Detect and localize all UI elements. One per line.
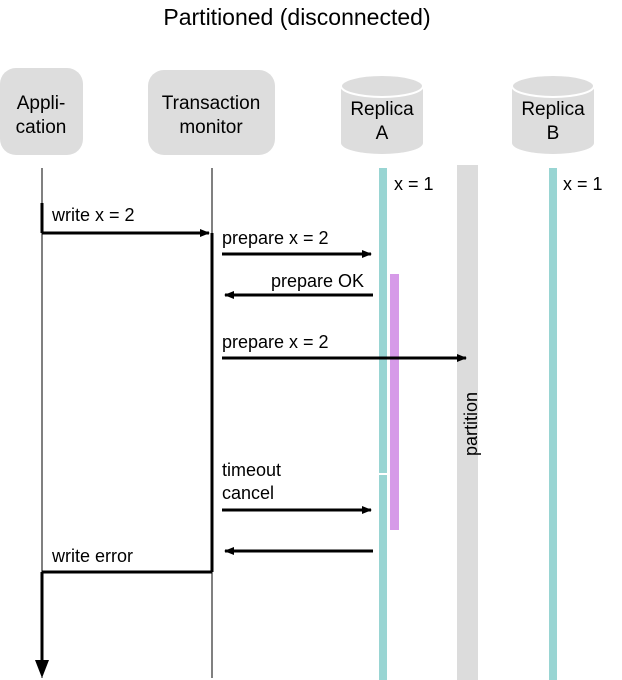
replica-b-label-line1: Replica [521, 99, 585, 120]
partition-band [457, 165, 478, 680]
diagram-title: Partitioned (disconnected) [163, 4, 431, 30]
application-label-line1: Appli- [17, 93, 66, 114]
timeout-label: timeout [222, 460, 281, 480]
application-return-arrowhead [35, 660, 49, 678]
application-box [0, 68, 83, 155]
monitor-label-line1: Transaction [162, 93, 261, 114]
replica-a-state: x = 1 [394, 174, 434, 194]
cancel-label: cancel [222, 483, 274, 503]
participant-replica-b: Replica B [511, 74, 595, 154]
write-request-label: write x = 2 [51, 205, 135, 225]
write-error-label: write error [51, 546, 133, 566]
prepare-ok-label: prepare OK [271, 271, 364, 291]
replica-b-state: x = 1 [563, 174, 603, 194]
prepare-a-label: prepare x = 2 [222, 228, 329, 248]
replica-a-cylinder-top [340, 74, 424, 98]
replica-a-lock-bar [390, 274, 399, 530]
monitor-label-line2: monitor [179, 117, 243, 138]
participant-application: Appli- cation [0, 68, 83, 155]
replica-b-cylinder-top [511, 74, 595, 98]
replica-b-label-line2: B [547, 123, 560, 144]
monitor-box [148, 70, 275, 155]
replica-b-lifeline [549, 168, 557, 680]
replica-a-label-line2: A [376, 123, 389, 144]
replica-a-cylinder [341, 86, 423, 154]
replica-b-cylinder [512, 86, 594, 154]
replica-a-lifeline [379, 168, 387, 680]
partition-label: partition [461, 392, 481, 456]
participant-transaction-monitor: Transaction monitor [148, 70, 275, 155]
prepare-b-label: prepare x = 2 [222, 332, 329, 352]
participant-replica-a: Replica A [340, 74, 424, 154]
application-label-line2: cation [16, 117, 67, 138]
replica-a-label-line1: Replica [350, 99, 414, 120]
